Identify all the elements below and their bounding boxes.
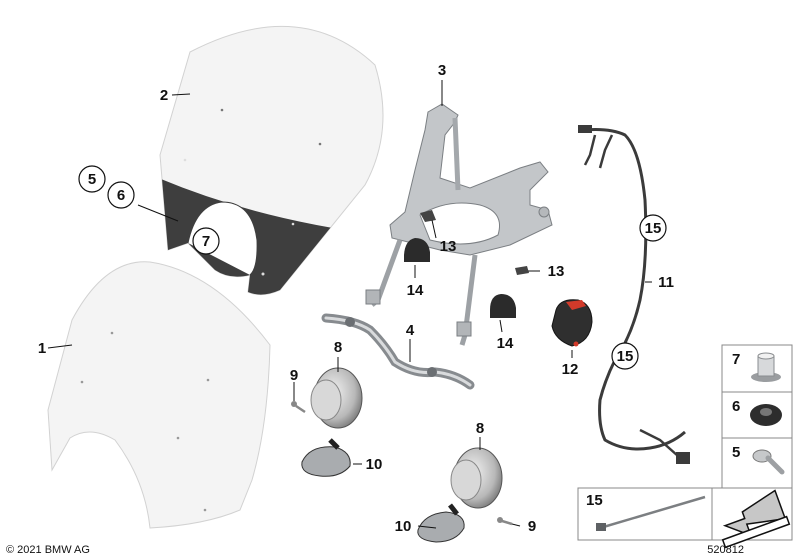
- callout-9a: 9: [290, 367, 298, 384]
- legend-label-7: 7: [732, 351, 740, 368]
- callout-circle-15b: [611, 342, 639, 370]
- callout-circle-6: [107, 181, 135, 209]
- cable-tie-icon: [596, 495, 706, 531]
- parts-legend: 7 6 5 15: [577, 344, 793, 549]
- spacer-sleeve-icon: [751, 352, 781, 382]
- legend-label-6: 6: [732, 398, 740, 415]
- callout-9b: 9: [528, 518, 536, 535]
- legend-label-5: 5: [732, 444, 740, 461]
- callout-4: 4: [406, 322, 415, 339]
- callout-7: 7: [202, 233, 210, 250]
- bolt-2: [497, 517, 513, 526]
- callout-8b: 8: [476, 420, 484, 437]
- screw-icon: [752, 449, 785, 475]
- callout-6: 6: [117, 187, 125, 204]
- copyright-text: © 2021 BMW AG: [6, 544, 90, 556]
- handlebar: [321, 313, 475, 390]
- callout-13b: 13: [548, 263, 565, 280]
- callout-14a: 14: [407, 282, 424, 299]
- callout-2: 2: [160, 87, 168, 104]
- indicator-2: [417, 503, 465, 543]
- callout-5: 5: [88, 171, 96, 188]
- windshield-lower: [47, 261, 271, 529]
- indicator-1: [301, 438, 351, 477]
- leader-lines: [47, 80, 652, 529]
- grommet-icon: [750, 404, 782, 426]
- callout-10a: 10: [366, 456, 383, 473]
- callout-circle-7: [192, 227, 220, 255]
- callout-11: 11: [658, 274, 674, 291]
- callout-circle-5: [78, 165, 106, 193]
- rubber-pieces: [404, 210, 529, 318]
- switch-unit: [551, 299, 593, 347]
- mounting-bracket: [365, 103, 553, 346]
- arrow-pictogram-icon: [721, 489, 791, 549]
- callout-8a: 8: [334, 339, 342, 356]
- legend-label-15: 15: [586, 492, 603, 509]
- callout-15a: 15: [645, 220, 662, 237]
- callout-15b: 15: [617, 348, 634, 365]
- auxiliary-lamp-1: [310, 367, 363, 429]
- callout-circle-15a: [639, 214, 667, 242]
- wiring-harness: [578, 125, 690, 464]
- callout-10b: 10: [395, 518, 412, 535]
- auxiliary-lamp-2: [450, 447, 503, 509]
- callout-3: 3: [438, 62, 446, 79]
- callout-12: 12: [562, 361, 579, 378]
- callout-13a: 13: [440, 238, 457, 255]
- callout-14b: 14: [497, 335, 514, 352]
- bolt-1: [291, 401, 306, 414]
- callout-1: 1: [38, 340, 46, 357]
- diagram-number: 520812: [707, 544, 744, 556]
